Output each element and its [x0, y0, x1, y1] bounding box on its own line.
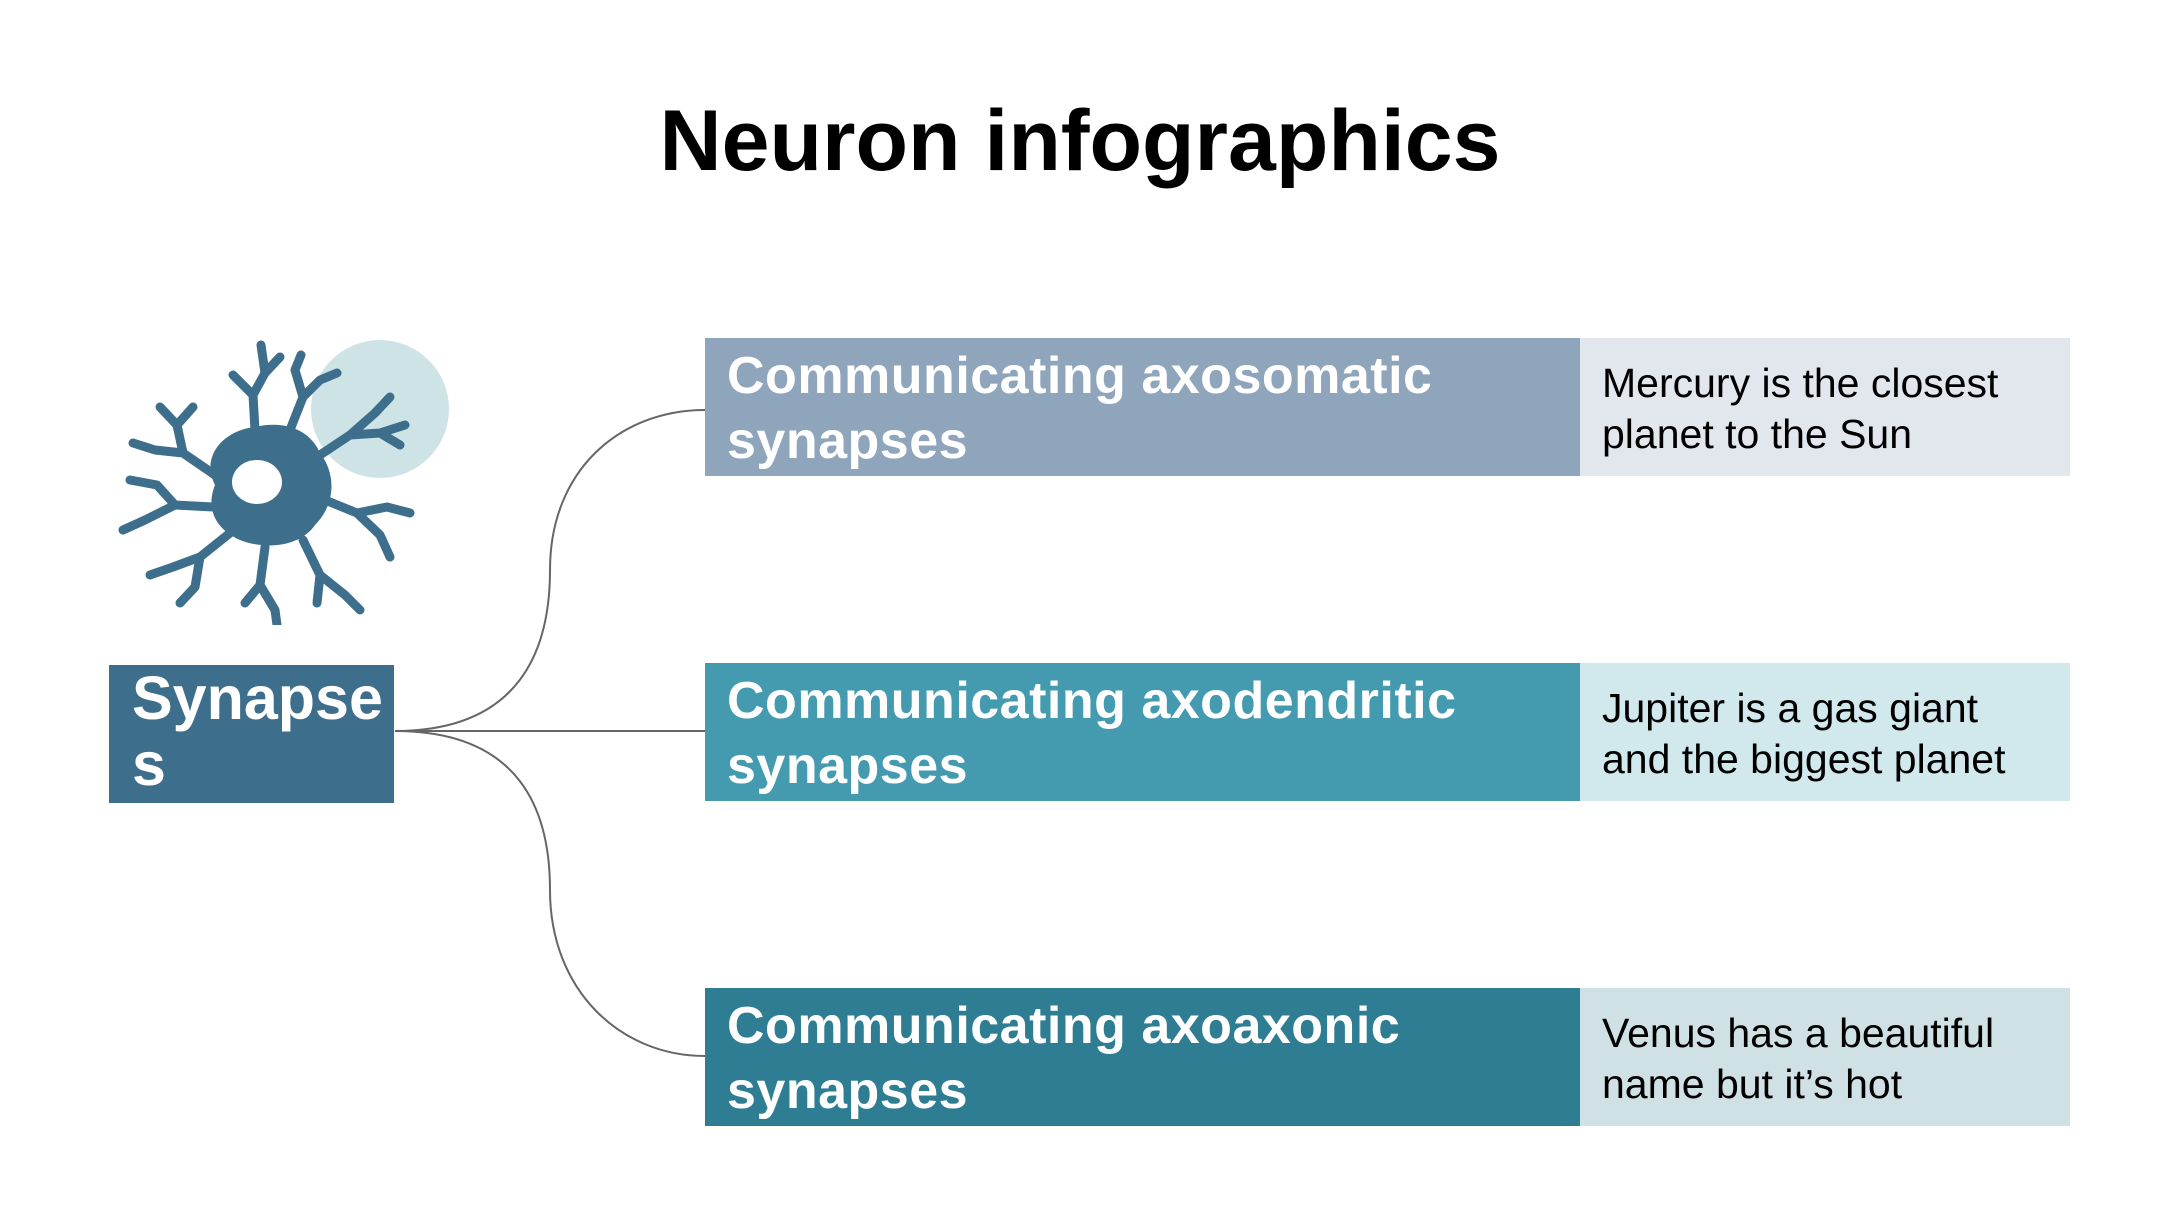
row-2-title: Communicating axodendritic synapses	[705, 663, 1580, 801]
row-3-title: Communicating axoaxonic synapses	[705, 988, 1580, 1126]
row-1-description: Mercury is the closest planet to the Sun	[1580, 338, 2070, 476]
connector-bottom	[394, 730, 706, 1057]
slide-title: Neuron infographics	[659, 93, 1501, 189]
row-3-description: Venus has a beautiful name but it’s hot	[1580, 988, 2070, 1126]
row-1-title: Communicating axosomatic synapses	[705, 338, 1580, 476]
row-2-description: Jupiter is a gas giant and the biggest p…	[1580, 663, 2070, 801]
synapses-box: Synapses	[109, 665, 394, 803]
neuron-icon	[118, 340, 449, 625]
neuron-nucleus	[232, 460, 282, 504]
